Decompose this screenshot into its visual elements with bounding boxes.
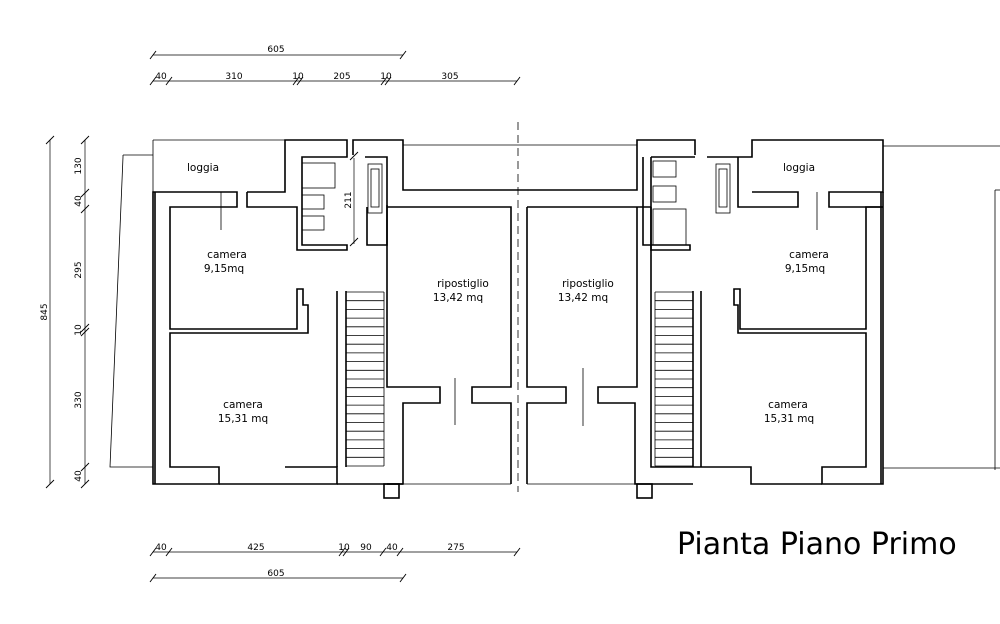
area-ripostiglio-left: 13,42 mq — [433, 292, 483, 304]
area-camera-small-left: 9,15mq — [204, 263, 244, 275]
dim-left-seg-6: 40 — [74, 470, 84, 482]
dim-bottom-seg-6: 275 — [447, 543, 464, 553]
area-camera-small-right: 9,15mq — [785, 263, 825, 275]
dim-left-seg-2: 40 — [74, 195, 84, 207]
dim-bottom-seg-5: 40 — [386, 543, 398, 553]
dim-left-seg-1: 130 — [74, 157, 84, 174]
label-camera-small-left: camera — [207, 249, 247, 261]
dim-left-seg-4: 10 — [74, 324, 84, 336]
area-ripostiglio-right: 13,42 mq — [558, 292, 608, 304]
label-loggia-left: loggia — [187, 162, 219, 174]
stairs-left — [346, 291, 385, 467]
bathroom-fixtures: 211 — [301, 151, 731, 247]
label-camera-large-right: camera — [768, 399, 808, 411]
label-camera-small-right: camera — [789, 249, 829, 261]
bottom-dimensions: 40 425 10 90 40 275 605 — [149, 543, 521, 583]
dim-inner-vertical: 211 — [344, 191, 354, 208]
dim-bottom-seg-3: 10 — [338, 543, 350, 553]
dim-top-seg-2: 310 — [225, 72, 242, 82]
dim-left-seg-5: 330 — [74, 391, 84, 408]
dim-left-total: 845 — [40, 303, 50, 320]
dim-top-seg-5: 10 — [380, 72, 392, 82]
dim-bottom-seg-1: 40 — [155, 543, 167, 553]
stairs-right — [654, 291, 693, 467]
dim-bottom-total: 605 — [267, 569, 284, 579]
dim-top-seg-6: 305 — [441, 72, 458, 82]
area-camera-large-left: 15,31 mq — [218, 413, 268, 425]
dim-top-seg-1: 40 — [155, 72, 167, 82]
top-dimensions: 605 40 310 10 205 10 305 — [149, 45, 521, 86]
dim-top-total: 605 — [267, 45, 284, 55]
room-labels: loggia camera 9,15mq camera 15,31 mq rip… — [187, 162, 829, 425]
label-ripostiglio-left: ripostiglio — [437, 278, 489, 290]
dim-bottom-seg-2: 425 — [247, 543, 264, 553]
label-loggia-right: loggia — [783, 162, 815, 174]
label-camera-large-left: camera — [223, 399, 263, 411]
dim-bottom-seg-4: 90 — [360, 543, 372, 553]
label-ripostiglio-right: ripostiglio — [562, 278, 614, 290]
dim-left-seg-3: 295 — [74, 261, 84, 278]
area-camera-large-right: 15,31 mq — [764, 413, 814, 425]
dim-top-seg-4: 205 — [333, 72, 350, 82]
left-dimensions: 845 130 40 295 10 330 40 — [40, 135, 90, 489]
plan-title: Pianta Piano Primo — [677, 527, 957, 562]
building-walls — [109, 139, 1000, 499]
dim-top-seg-3: 10 — [292, 72, 304, 82]
